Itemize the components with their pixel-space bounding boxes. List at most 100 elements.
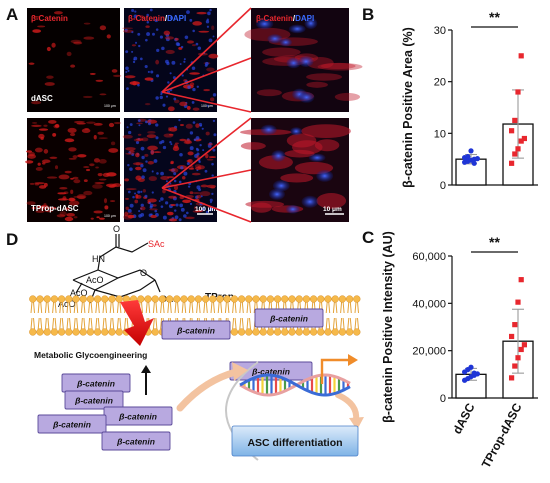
cell-signal <box>196 155 200 159</box>
cell-signal <box>184 216 195 220</box>
cell-signal <box>38 128 49 131</box>
nucleus-dot <box>212 119 216 123</box>
nucleus-dot <box>125 50 129 54</box>
cell-signal <box>37 25 46 28</box>
nucleus-dot <box>175 203 179 207</box>
nucleus-dot <box>196 85 199 88</box>
data-point <box>512 363 518 369</box>
lipid-tail <box>349 301 352 314</box>
cell-signal <box>135 194 139 199</box>
nucleus-dot <box>212 148 216 152</box>
lipid-tail <box>59 301 62 314</box>
nucleus-dot <box>187 85 191 89</box>
beta-catenin-label: β-catenin <box>118 412 157 422</box>
cell-signal <box>164 36 174 40</box>
lipid-tail <box>169 301 172 314</box>
nucleus-dot <box>128 130 132 135</box>
lipid-head <box>302 328 311 336</box>
lipid-tail <box>174 301 177 314</box>
cell-signal <box>94 181 105 185</box>
molecule-o-label-top: O <box>113 224 120 234</box>
cell-signal <box>70 189 74 195</box>
cell-signal <box>70 64 76 68</box>
lipid-tail <box>90 301 93 314</box>
nucleus-dot <box>198 160 201 164</box>
cell-signal <box>174 37 179 41</box>
nucleus-dot <box>145 38 148 42</box>
lipid-tail <box>102 301 105 314</box>
increase-arrowhead <box>141 365 151 373</box>
nucleus-dot <box>186 162 190 166</box>
cell-signal <box>206 67 215 72</box>
lipid-head <box>43 328 51 336</box>
nucleus-dot <box>129 203 134 208</box>
data-point <box>521 342 527 348</box>
cell-signal <box>64 138 75 143</box>
lipid-tail <box>80 301 83 314</box>
cell-signal <box>45 210 53 213</box>
lipid-head <box>187 295 195 303</box>
zoom-nucleus <box>268 188 285 200</box>
lipid-tail <box>227 301 230 314</box>
lipid-tail <box>239 301 242 314</box>
lipid-head <box>36 328 44 336</box>
lipid-tail <box>44 317 47 330</box>
nucleus-dot <box>144 64 148 69</box>
lipid-head <box>43 295 51 303</box>
significance-label: ** <box>489 9 500 25</box>
lipid-tail <box>90 317 93 330</box>
nucleus-dot <box>148 201 151 205</box>
nucleus-dot <box>173 172 177 176</box>
lipid-head <box>151 295 159 303</box>
lipid-head <box>29 295 37 303</box>
zoom-nucleus <box>290 127 303 136</box>
cell-signal <box>186 105 191 110</box>
lipid-head <box>259 328 267 336</box>
lipid-tail <box>249 317 251 330</box>
data-point <box>518 346 524 353</box>
nucleus-dot <box>209 201 212 204</box>
lipid-head <box>65 295 73 303</box>
panel-a-letter: A <box>6 5 18 24</box>
cell-signal <box>99 25 107 31</box>
lipid-head <box>338 328 347 336</box>
nucleus-dot <box>156 74 160 78</box>
lipid-tail <box>160 317 163 330</box>
cell-signal <box>73 216 78 219</box>
cell-signal <box>93 122 103 126</box>
lipid-tail <box>253 301 256 314</box>
nucleus-dot <box>146 32 151 36</box>
cell-signal <box>170 160 174 165</box>
beta-catenin-label: β-catenin <box>176 326 215 336</box>
nucleus-dot <box>183 214 187 218</box>
lipid-tail <box>109 317 112 330</box>
cell-signal <box>110 200 116 203</box>
cell-signal <box>139 206 146 211</box>
cell-signal <box>70 177 74 180</box>
data-point <box>474 156 480 162</box>
lipid-head <box>79 295 87 303</box>
cytoplasm-signal <box>262 47 301 57</box>
cell-signal <box>179 123 185 127</box>
nucleus-dot <box>165 95 168 98</box>
lipid-tail <box>105 301 107 314</box>
nucleus-dot <box>138 44 141 48</box>
lipid-head <box>288 295 296 303</box>
y-tick-label: 10 <box>434 128 446 140</box>
cell-signal <box>125 147 136 151</box>
cell-signal <box>194 209 204 213</box>
lipid-tail <box>342 301 345 314</box>
cell-signal <box>99 93 107 96</box>
cell-signal <box>54 165 59 170</box>
cytoplasm-signal <box>320 62 356 70</box>
cell-signal <box>48 206 57 210</box>
lipid-tail <box>328 301 331 314</box>
nucleus-dot <box>212 35 215 38</box>
lipid-tail <box>241 317 244 330</box>
data-point <box>468 364 474 370</box>
tiny-scalebar-1: 100 μm <box>104 104 116 108</box>
cell-signal <box>46 75 54 79</box>
lipid-tail <box>66 317 69 330</box>
molecule-aco-3: AcO <box>58 299 76 309</box>
cell-signal <box>195 123 200 128</box>
